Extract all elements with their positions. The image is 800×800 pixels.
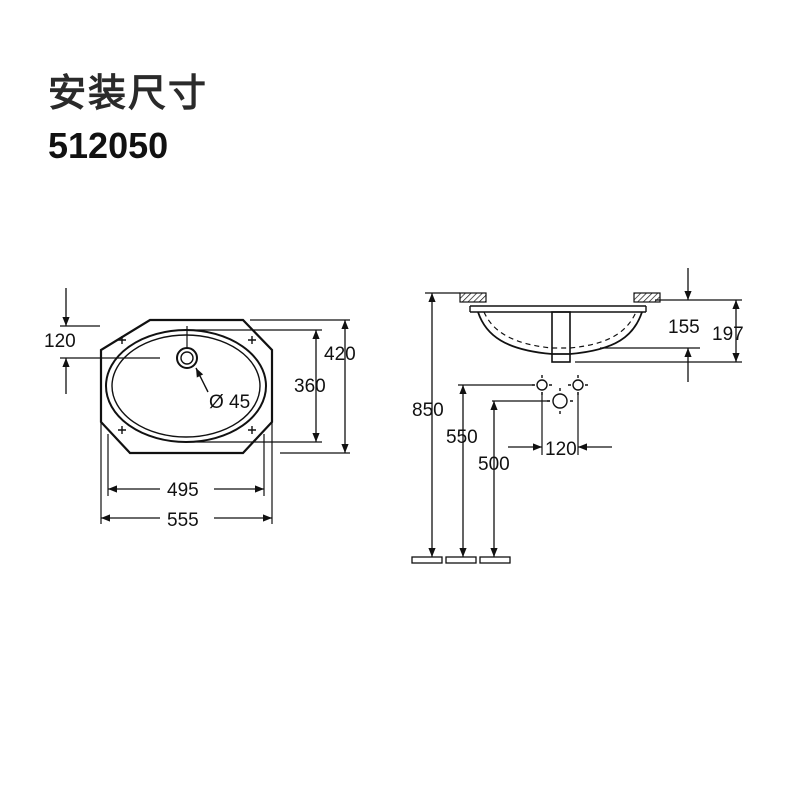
floor-pad	[479, 556, 511, 564]
dim-inner-depth: 360	[294, 376, 326, 397]
mounting-points	[118, 336, 256, 434]
tap-hole-icon	[536, 379, 548, 391]
countertop-left	[459, 292, 487, 303]
dim-rim-height: 850	[412, 400, 444, 421]
dim-tap-height: 550	[446, 427, 478, 448]
tap-hole-icon	[572, 379, 584, 391]
model-number: 512050	[48, 125, 169, 166]
dim-offset-top: 120	[44, 331, 76, 352]
floor-pad	[445, 556, 477, 564]
basin-bowl-outline	[105, 329, 267, 443]
tap-hole-icon	[552, 393, 568, 409]
floor-pad	[411, 556, 443, 564]
basin-side-view	[411, 268, 742, 564]
dim-tap-spacing: 120	[545, 439, 577, 460]
dim-drain-diameter: Ø 45	[209, 392, 250, 413]
dim-outer-width: 555	[167, 510, 199, 531]
drain-hole-icon	[176, 347, 198, 369]
top-view-labels: 120 420 360 Ø 45 495 555	[44, 331, 356, 531]
countertop-right	[633, 292, 661, 303]
basin-bowl-inner	[111, 334, 261, 438]
dim-outer-depth: 420	[324, 344, 356, 365]
dim-total-depth: 197	[712, 324, 744, 345]
dim-bowl-depth: 155	[668, 317, 700, 338]
dim-tap-center-height: 500	[478, 454, 510, 475]
waste-pipe	[551, 311, 571, 363]
tap-holes	[532, 375, 588, 414]
bowl-profile	[477, 311, 643, 355]
side-view-labels: 850 155 197 550 500 120	[412, 317, 744, 475]
dim-inner-width: 495	[167, 480, 199, 501]
page-title: 安装尺寸	[48, 71, 209, 115]
basin-top-view	[60, 288, 350, 524]
